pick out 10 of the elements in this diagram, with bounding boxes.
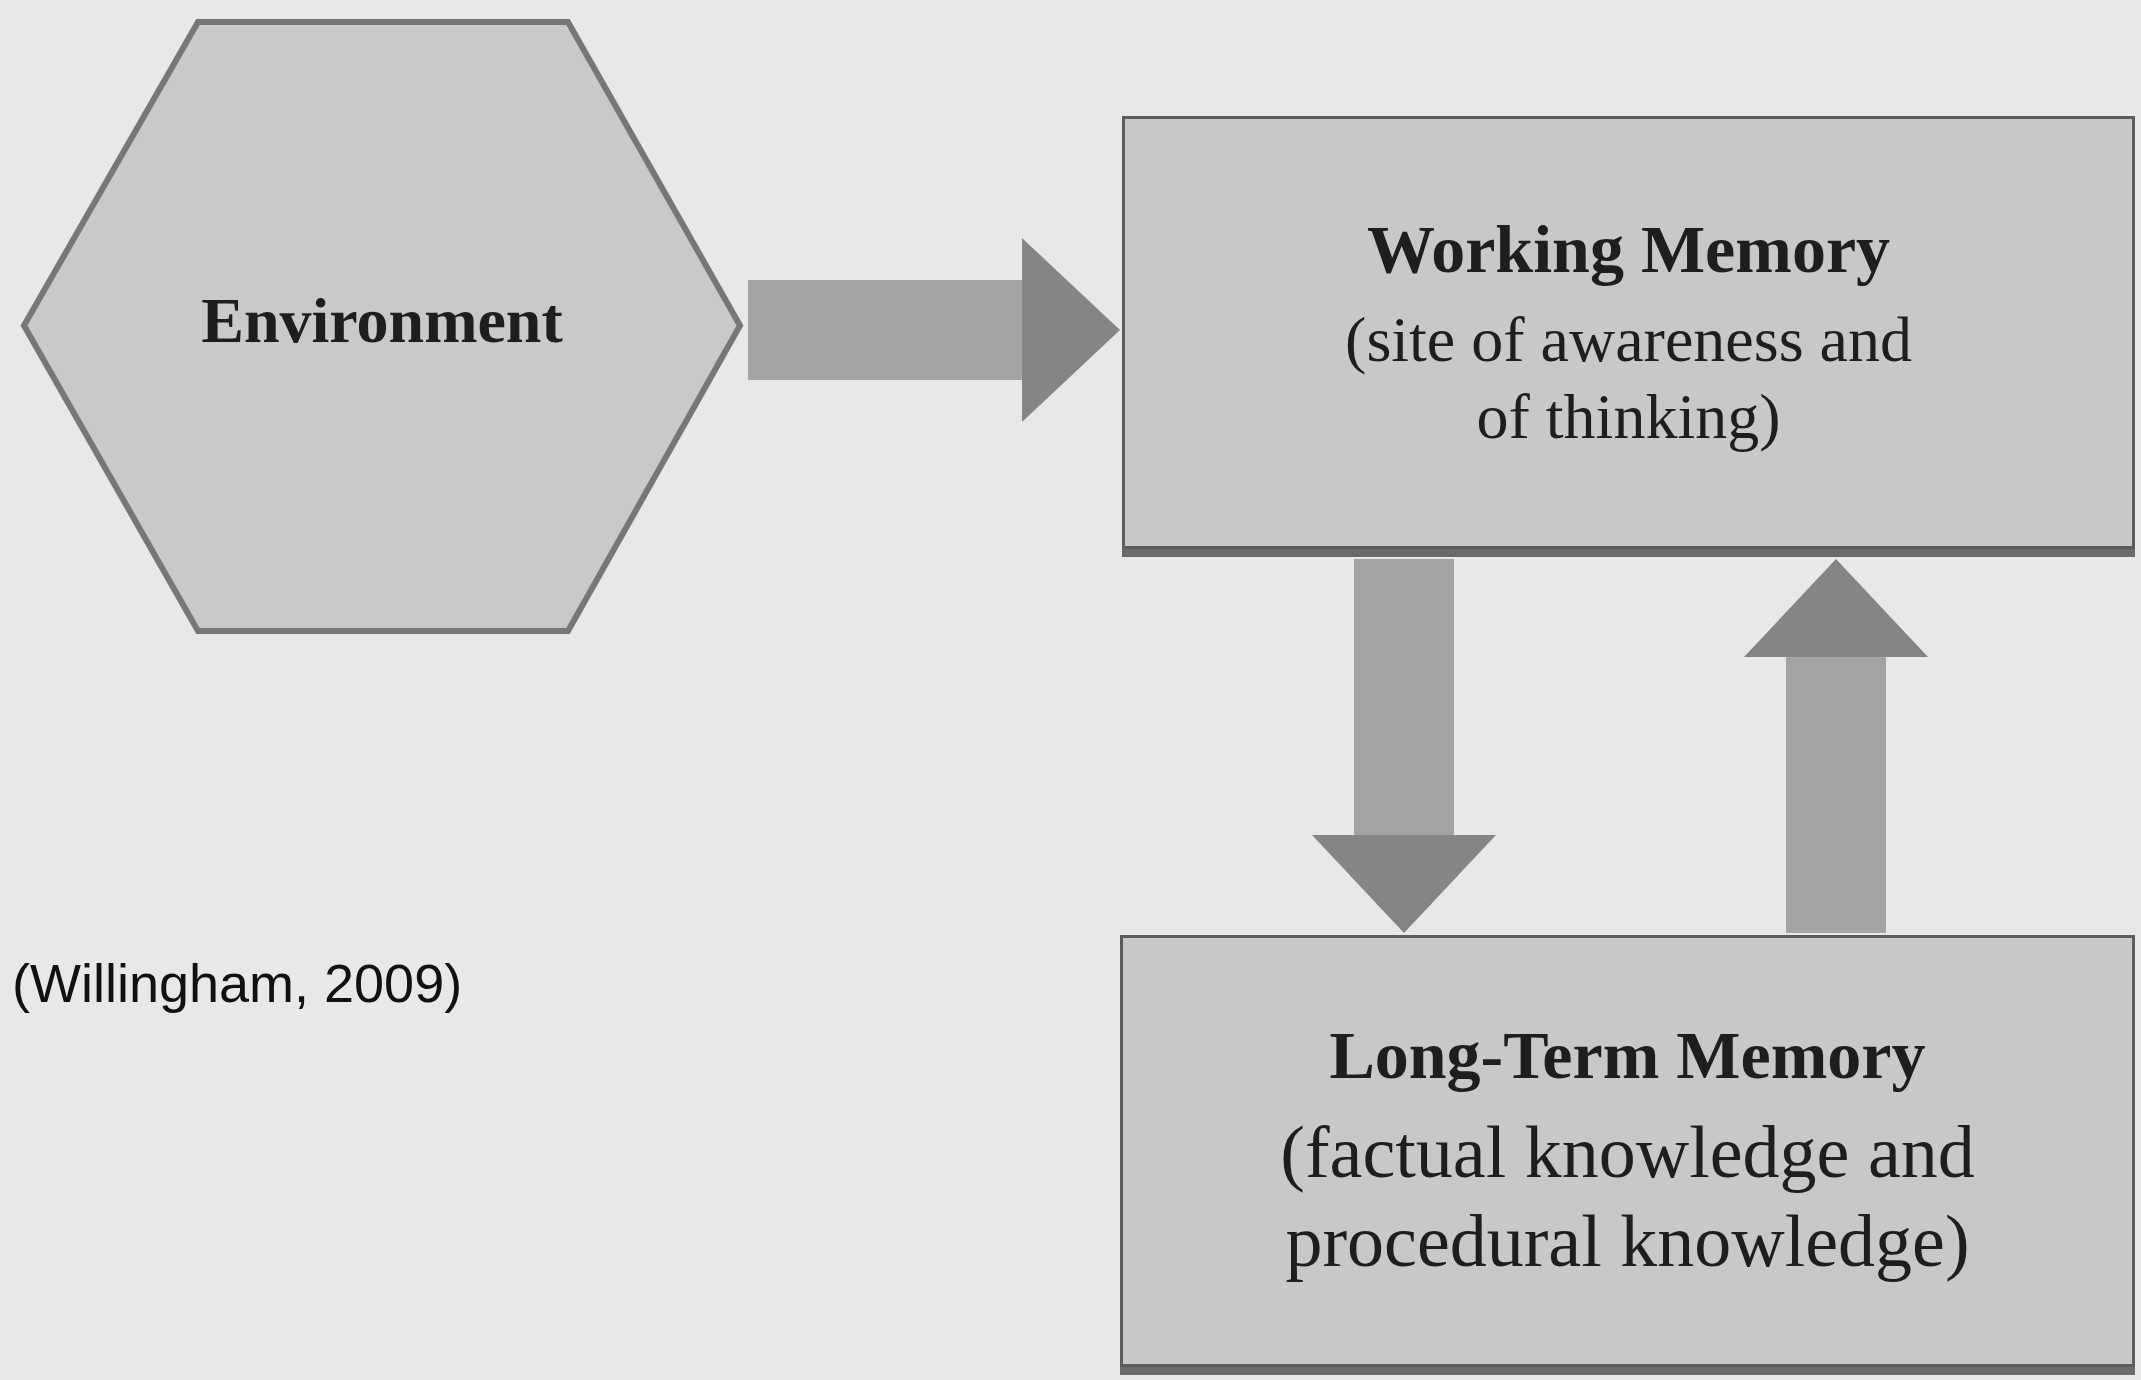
node-title: Environment bbox=[201, 283, 563, 358]
citation-text: (Willingham, 2009) bbox=[12, 952, 463, 1014]
block-arrow bbox=[1312, 559, 1496, 933]
node-title: Working Memory bbox=[1366, 209, 1891, 288]
node-description: (site of awareness and of thinking) bbox=[1344, 302, 1913, 454]
block-arrow bbox=[748, 238, 1120, 422]
hexagon-node bbox=[20, 16, 744, 635]
node-title: Long-Term Memory bbox=[1329, 1016, 1926, 1095]
block-arrow bbox=[1744, 559, 1928, 933]
node-description: (factual knowledge and procedural knowledge) bbox=[1279, 1110, 1976, 1285]
